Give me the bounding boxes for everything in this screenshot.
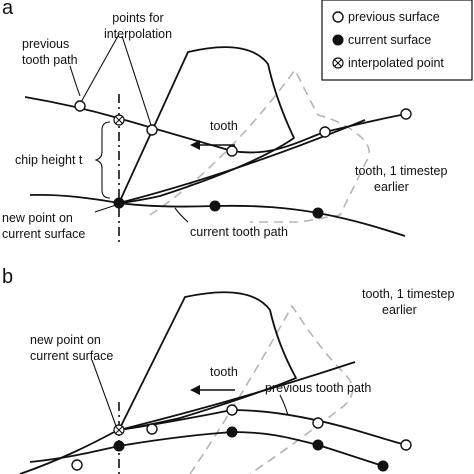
tooth-label: tooth [210, 365, 238, 379]
previous-tooth-path-label-2: tooth path [22, 53, 78, 67]
legend-interpolated-point: interpolated point [348, 56, 444, 70]
panel-a: a [2, 0, 447, 245]
legend-interpolated-marker [332, 57, 344, 69]
current-surface-point [312, 207, 324, 219]
leader-points-left [79, 35, 119, 105]
current-surface-point [226, 426, 238, 438]
current-tooth-path-label: current tooth path [190, 225, 288, 239]
previous-tooth-path-label: previous tooth path [265, 381, 371, 395]
new-point-label-2: current surface [2, 227, 85, 241]
tooth-direction-arrowhead [190, 385, 200, 395]
new-point-label-2: current surface [30, 349, 113, 363]
previous-surface-point [146, 124, 158, 136]
tooth-earlier-label-2: earlier [374, 180, 409, 194]
previous-surface-point [226, 404, 238, 416]
legend-current-surface: current surface [348, 33, 431, 47]
points-interpolation-label-1: points for [112, 11, 163, 25]
panel-b-label: b [2, 266, 13, 288]
legend-open-circle [332, 11, 344, 23]
new-point-label-1: new point on [2, 211, 73, 225]
current-surface-point [209, 200, 221, 212]
legend-filled-circle [332, 34, 344, 46]
panel-a-label: a [2, 0, 14, 19]
leader-previous-path [279, 394, 289, 416]
current-surface-point [312, 439, 324, 451]
previous-surface-point [400, 108, 412, 120]
points-interpolation-label-2: interpolation [104, 27, 172, 41]
chip-height-brace [94, 121, 111, 199]
previous-surface-point [71, 459, 83, 471]
tooth-flank-curve [118, 361, 356, 431]
previous-tooth-path-label-1: previous [22, 37, 69, 51]
leader-new-point [94, 204, 117, 213]
chip-height-label: chip height t [15, 153, 83, 167]
tooth-earlier-label-2: earlier [382, 303, 417, 317]
previous-surface-point [146, 423, 158, 435]
interpolated-point [113, 424, 125, 436]
interpolated-point [113, 114, 125, 126]
previous-surface-point [319, 126, 331, 138]
tooth-earlier-label-1: tooth, 1 timestep [362, 287, 454, 301]
current-surface-point [377, 460, 389, 472]
tooth-outline [118, 46, 295, 204]
new-point-label-1: new point on [30, 333, 101, 347]
tooth-flank-curve [118, 119, 366, 204]
leader-points-right [121, 35, 153, 129]
leader-current-path [174, 207, 189, 223]
legend: previous surface current surface interpo… [321, 0, 473, 81]
tooth-outline [118, 291, 297, 431]
tooth-earlier-label-1: tooth, 1 timestep [355, 164, 447, 178]
legend-box [321, 0, 473, 81]
previous-surface-point [312, 417, 324, 429]
legend-previous-surface: previous surface [348, 10, 440, 24]
previous-surface-point [400, 439, 412, 451]
leader-previous-path [69, 65, 81, 97]
current-surface-point [113, 440, 125, 452]
previous-surface-point [226, 145, 238, 157]
previous-surface-point [74, 100, 86, 112]
panel-b: b tooth, 1 tim [2, 266, 454, 474]
tooth-label: tooth [210, 119, 238, 133]
current-surface-point [113, 197, 125, 209]
earlier-tooth-outline [149, 68, 370, 223]
leader-new-point [91, 359, 117, 427]
tooth-direction-arrowhead [190, 140, 200, 150]
